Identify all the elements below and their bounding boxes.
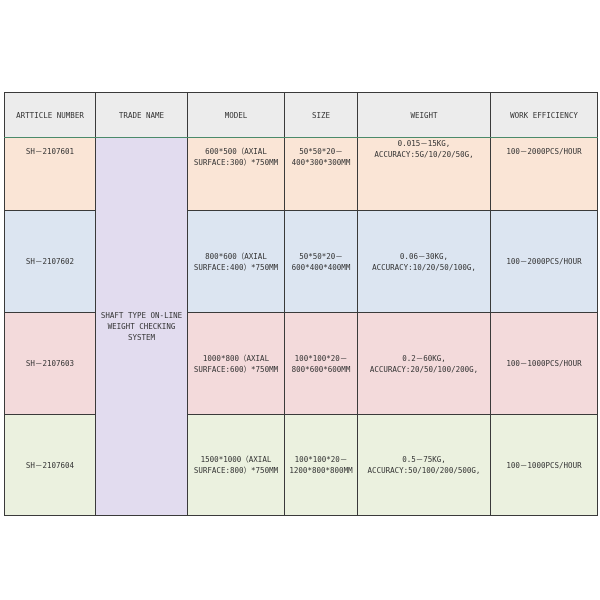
cell-work-efficiency: 100－2000PCS/HOUR: [490, 137, 598, 211]
cell-weight: 0.5－75KG, ACCURACY:50/100/200/500G,: [357, 414, 491, 516]
cell-model: 800*600（AXIAL SURFACE:400）*750MM: [187, 210, 285, 313]
header-row: ARTTICLE NUMBER TRADE NAME MODEL SIZE WE…: [4, 92, 598, 138]
cell-weight: 0.015－15KG, ACCURACY:5G/10/20/50G,: [357, 137, 491, 211]
cell-weight: 0.06－30KG, ACCURACY:10/20/50/100G,: [357, 210, 491, 313]
header-trade-name: TRADE NAME: [95, 92, 188, 138]
cell-size: 100*100*20－ 800*600*600MM: [284, 312, 358, 415]
cell-size: 100*100*20－ 1200*800*800MM: [284, 414, 358, 516]
table-row: SH－2107601 SHAFT TYPE ON-LINE WEIGHT CHE…: [4, 137, 598, 516]
header-weight: WEIGHT: [357, 92, 491, 138]
cell-model: 600*500（AXIAL SURFACE:300）*750MM: [187, 137, 285, 211]
cell-article-number: SH－2107604: [4, 414, 96, 516]
header-article-number: ARTTICLE NUMBER: [4, 92, 96, 138]
cell-model: 1000*800（AXIAL SURFACE:600）*750MM: [187, 312, 285, 415]
cell-article-number: SH－2107601: [4, 137, 96, 211]
spec-table: ARTTICLE NUMBER TRADE NAME MODEL SIZE WE…: [4, 92, 598, 516]
cell-trade-name: SHAFT TYPE ON-LINE WEIGHT CHECKING SYSTE…: [95, 137, 188, 516]
header-model: MODEL: [187, 92, 285, 138]
cell-article-number: SH－2107603: [4, 312, 96, 415]
cell-model: 1500*1000（AXIAL SURFACE:800）*750MM: [187, 414, 285, 516]
cell-article-number: SH－2107602: [4, 210, 96, 313]
header-work-efficiency: WORK EFFICIENCY: [490, 92, 598, 138]
cell-weight: 0.2－60KG, ACCURACY:20/50/100/200G,: [357, 312, 491, 415]
table-row: SH－2107604 1500*1000（AXIAL SURFACE:800）*…: [4, 414, 598, 516]
table-row: SH－2107602 800*600（AXIAL SURFACE:400）*75…: [4, 210, 598, 313]
cell-size: 50*50*20－ 400*300*300MM: [284, 137, 358, 211]
cell-work-efficiency: 100－1000PCS/HOUR: [490, 312, 598, 415]
cell-work-efficiency: 100－2000PCS/HOUR: [490, 210, 598, 313]
cell-size: 50*50*20－ 600*400*400MM: [284, 210, 358, 313]
table-row: SH－2107603 1000*800（AXIAL SURFACE:600）*7…: [4, 312, 598, 415]
cell-work-efficiency: 100－1000PCS/HOUR: [490, 414, 598, 516]
header-size: SIZE: [284, 92, 358, 138]
